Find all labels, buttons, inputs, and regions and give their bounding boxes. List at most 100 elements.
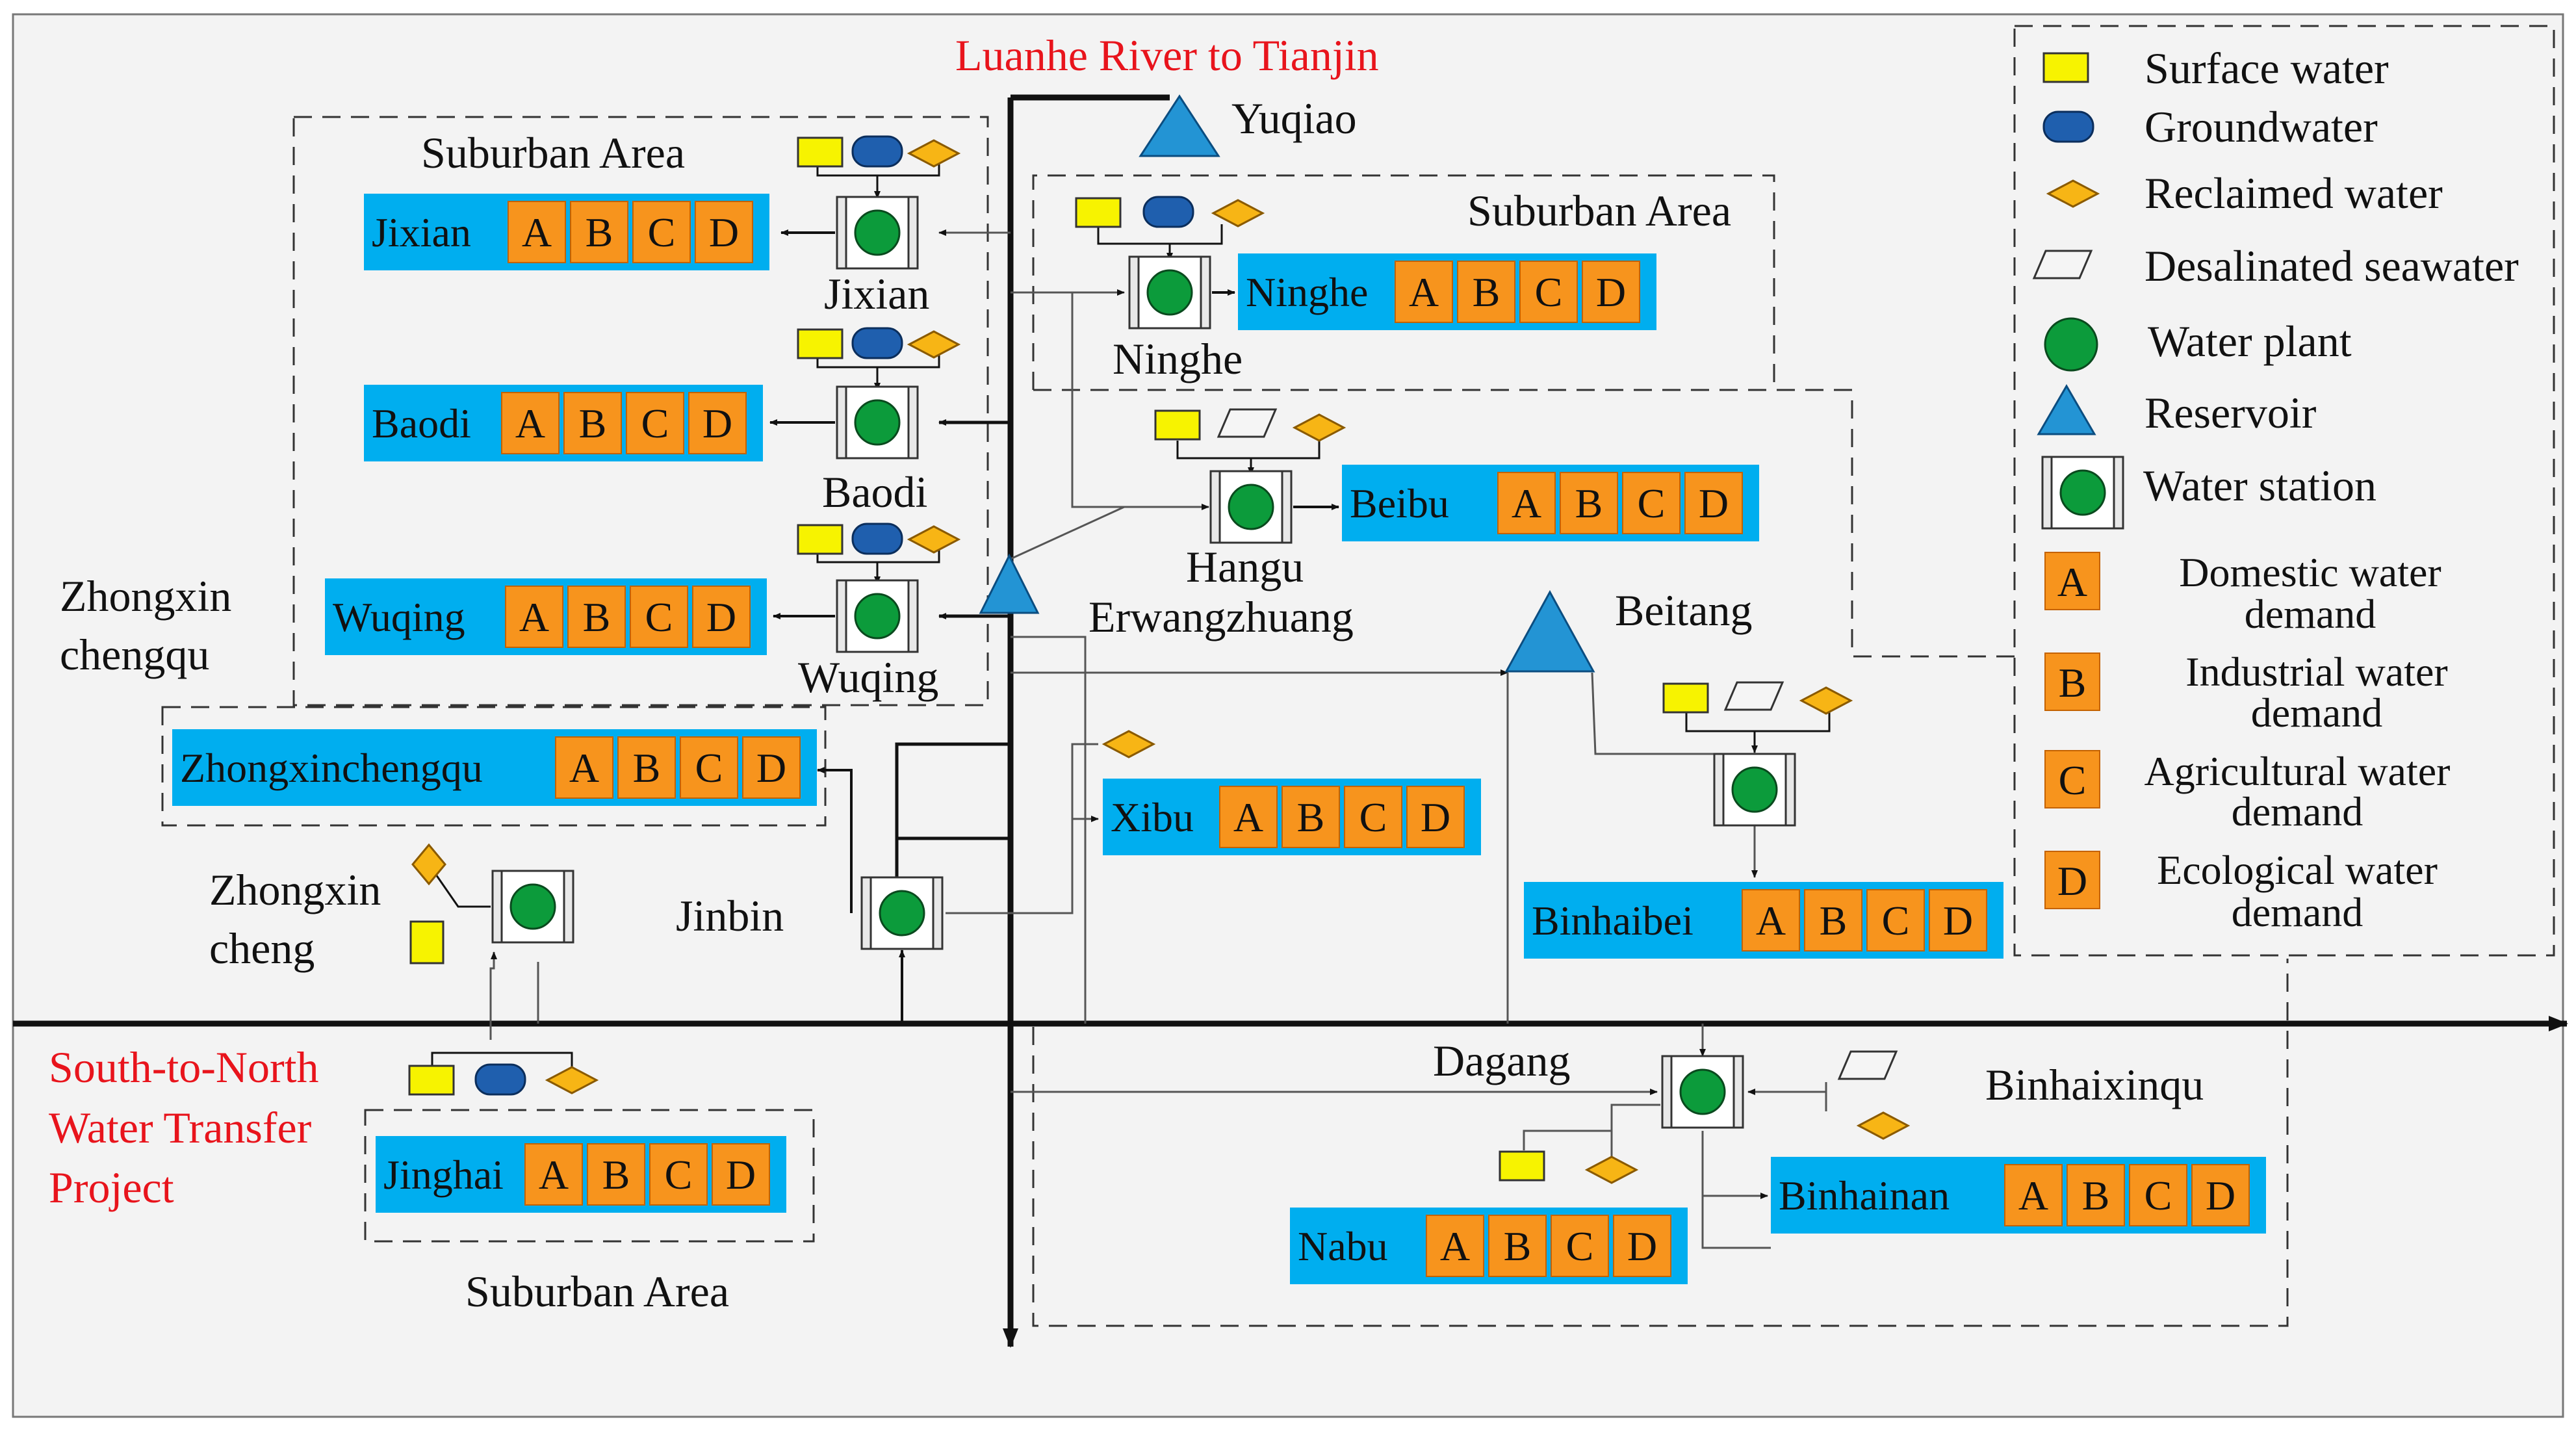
demand-letter-c-ninghe: C <box>1535 269 1563 315</box>
label-erwangzhuang: Erwangzhuang <box>1088 592 1354 641</box>
demand-letter-c-zhongxinchengqu: C <box>695 745 723 791</box>
demand-letter-d-wuqing: D <box>706 594 736 640</box>
district-name-nabu: Nabu <box>1298 1223 1388 1269</box>
demand-b-wuqing <box>567 586 626 648</box>
demand-c-binhainan <box>2129 1164 2187 1226</box>
source-links <box>428 156 1831 1069</box>
source-reclaimed-baodi <box>907 330 961 359</box>
source-surface-binhaibei <box>1662 682 1709 714</box>
source-reclaimed-xibu <box>1101 730 1156 758</box>
source-ground-jixian <box>851 135 903 168</box>
demand-d-ninghe <box>1582 261 1640 323</box>
demand-c-jixian <box>632 201 691 263</box>
demand-b-beibu <box>1560 472 1618 534</box>
label-beitang: Beitang <box>1615 586 1753 635</box>
demand-letter-c-baodi: C <box>641 400 669 446</box>
legend-ground-icon <box>2042 110 2094 143</box>
demand-d-nabu <box>1613 1215 1671 1277</box>
demand-letter-c-nabu: C <box>1566 1223 1594 1269</box>
demand-letter-b-jinghai: B <box>602 1152 630 1198</box>
demand-letter-d-jixian: D <box>709 209 739 255</box>
source-ground-baodi <box>851 327 903 359</box>
demand-d-xibu <box>1406 786 1465 848</box>
source-surface-jixian <box>797 136 844 168</box>
demand-c-beibu <box>1622 472 1681 534</box>
label-hangu: Hangu <box>1186 542 1304 591</box>
source-ground-ninghe <box>1142 196 1194 228</box>
binhaixinqu-box-lower <box>1032 959 2289 1327</box>
suburban-area-right-box <box>1032 174 1775 390</box>
title-luanhe: Luanhe River to Tianjin <box>955 31 1379 80</box>
demand-a-binhainan <box>2004 1164 2063 1226</box>
legend-plant-icon <box>2044 317 2098 372</box>
jinghai-box <box>364 1109 815 1243</box>
label-binhaixinqu: Binhaixinqu <box>1985 1060 2204 1109</box>
demand-c-binhaibei <box>1866 889 1925 951</box>
district-name-binhainan: Binhainan <box>1779 1172 1950 1219</box>
demand-letter-c-jixian: C <box>648 209 676 255</box>
legend-station-icon <box>2041 456 2124 530</box>
demand-d-beibu <box>1684 472 1743 534</box>
demand-letter-a-baodi: A <box>515 400 545 446</box>
demand-letter-a-binhaibei: A <box>1756 898 1786 944</box>
demand-letter-c-binhainan: C <box>2145 1172 2172 1219</box>
main-conveyance-lines <box>13 94 2568 1348</box>
district-name-ninghe: Ninghe <box>1246 269 1368 315</box>
district-name-jinghai: Jinghai <box>383 1152 504 1198</box>
water-station-dagang <box>1661 1055 1744 1129</box>
water-station-wuqing <box>836 579 919 653</box>
demand-letter-d-nabu: D <box>1627 1223 1657 1269</box>
legend-surface-label: Surface water <box>2145 44 2389 93</box>
label-south-north-line3: Project <box>49 1163 174 1212</box>
demand-c-nabu <box>1551 1215 1609 1277</box>
source-desal-hangu <box>1217 408 1278 438</box>
district-name-zhongxinchengqu: Zhongxinchengqu <box>180 745 483 791</box>
reservoir-yuqiao <box>1139 94 1220 157</box>
demand-b-xibu <box>1282 786 1340 848</box>
source-surface-jinghai <box>408 1065 455 1096</box>
legend-station-label: Water station <box>2143 461 2376 510</box>
reservoir-erwangzhuang <box>979 553 1040 614</box>
demand-d-jinghai <box>712 1143 770 1206</box>
demand-b-jinghai <box>587 1143 645 1206</box>
label-suburban-right: Suburban Area <box>1467 186 1731 235</box>
source-reclaimed-dagang <box>1856 1111 1911 1140</box>
demand-letter-b-xibu: B <box>1297 794 1325 840</box>
source-surface-zhongxincheng <box>409 920 444 964</box>
demand-letter-c-xibu: C <box>1359 794 1387 840</box>
legend-d_letter-box <box>2044 851 2100 909</box>
demand-letter-b-binhainan: B <box>2082 1172 2110 1219</box>
legend-b_letter-box <box>2044 653 2100 711</box>
legend-d_letter: D <box>2057 858 2087 904</box>
demand-a-nabu <box>1426 1215 1484 1277</box>
demand-letter-d-zhongxinchengqu: D <box>756 745 786 791</box>
district-name-jixian: Jixian <box>372 209 471 255</box>
demand-letter-d-binhaibei: D <box>1943 898 1973 944</box>
demand-letter-b-ninghe: B <box>1473 269 1501 315</box>
source-surface-ninghe <box>1075 197 1122 228</box>
demand-c-ninghe <box>1519 261 1578 323</box>
demand-letter-d-baodi: D <box>702 400 732 446</box>
legend-b_letter: B <box>2059 660 2087 706</box>
demand-letter-d-ninghe: D <box>1596 269 1626 315</box>
legend-ground-label: Groundwater <box>2145 102 2378 151</box>
demand-c-zhongxinchengqu <box>680 736 738 799</box>
source-surface-hangu <box>1154 409 1201 441</box>
district-name-beibu: Beibu <box>1350 480 1449 526</box>
demand-c-baodi <box>626 392 684 454</box>
demand-a-binhaibei <box>1742 889 1800 951</box>
demand-letter-a-xibu: A <box>1233 794 1263 840</box>
demand-letter-d-xibu: D <box>1421 794 1450 840</box>
demand-a-wuqing <box>505 586 563 648</box>
water-station-zhongxincheng <box>491 870 574 944</box>
demand-letter-a-nabu: A <box>1440 1223 1470 1269</box>
demand-a-beibu <box>1497 472 1556 534</box>
legend-c-text-2: demand <box>2232 788 2363 834</box>
legend-reclaimed-label: Reclaimed water <box>2145 168 2443 218</box>
